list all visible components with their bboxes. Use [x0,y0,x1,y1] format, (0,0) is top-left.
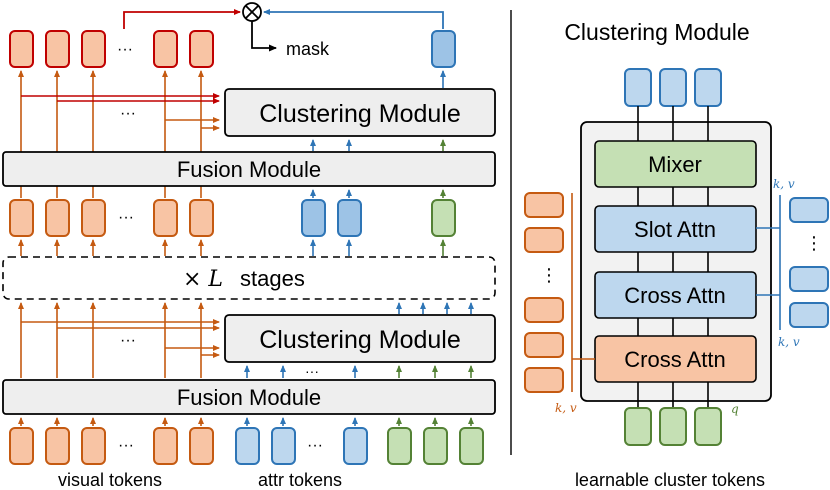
stages-label: stages [240,266,305,291]
clustering-module-top-label: Clustering Module [259,100,461,128]
cross-attn-label-1: Cross Attn [624,283,725,308]
mask-arrow [251,21,277,52]
kv-label-left: k, v [555,401,577,415]
right-module-container [580,121,772,402]
input-attr-tokens [235,427,484,465]
visual-tokens-label: visual tokens [58,470,162,490]
right-kv-bracket [756,195,781,330]
ellipsis-fusion-bottom: ··· [305,363,319,379]
stages-multiplier-label: × L [183,267,223,292]
learnable-cluster-tokens-label: learnable cluster tokens [575,470,765,490]
fusion-module-top-label: Fusion Module [177,157,321,182]
orange-arrows-to-clustering-top [165,117,220,131]
ellipsis-input-attr: ··· [307,437,323,454]
middle-green-token [431,199,456,237]
left-vertical-ellipsis: ⋮ [540,265,558,285]
arrows-stages-to-middle [18,239,446,256]
q-label: q [731,402,739,416]
right-query-tokens [624,407,722,446]
middle-visual-tokens [9,199,214,237]
output-attr-token [431,30,456,68]
mixer-block [594,140,757,188]
otimes-icon [242,2,262,22]
arrows-into-clustering-bottom [21,319,220,358]
arrows-fusion-to-clustering-top [310,70,446,151]
ellipsis-top-arrows: ··· [120,105,136,122]
ellipsis-top-tokens: ··· [117,41,133,58]
right-output-tokens [624,68,722,107]
mixer-label: Mixer [648,152,702,177]
right-title: Clustering Module [564,19,749,45]
input-visual-tokens [9,427,214,465]
left-kv-bracket [571,193,595,392]
red-arrow-to-otimes [123,9,241,29]
kv-label-bottom: k, v [778,335,800,349]
kv-label-top: k, v [773,177,795,191]
slot-attn-label: Slot Attn [634,217,716,242]
fusion-module-bottom [2,379,496,415]
output-cluster-tokens [9,30,214,68]
attr-tokens-label: attr tokens [258,470,342,490]
right-visual-kv-tokens [524,192,564,393]
middle-attr-tokens [301,199,362,237]
right-attr-kv-tokens [789,197,829,328]
fusion-module-top [2,151,496,187]
clustering-module-bottom-label: Clustering Module [259,326,461,354]
arrows-inputs-to-fusion-bottom [18,417,474,426]
ellipsis-middle-tokens: ··· [118,209,134,226]
arrows-tokens-to-fusion-top [310,189,446,198]
arrows-fusion-bottom-to-stages [18,302,204,378]
arrows-fusion-to-clustering-bottom [244,365,474,378]
blue-arrow-to-otimes [263,9,444,29]
slot-attn-block [594,205,757,253]
clustering-module-top [224,88,496,137]
fusion-module-bottom-label: Fusion Module [177,385,321,410]
red-arrows-to-clustering-top [21,93,220,104]
right-vertical-ellipsis: ⋮ [805,233,823,253]
ellipsis-input-visual: ··· [118,437,134,454]
ellipsis-bottom-arrows: ··· [120,332,136,349]
mask-label: mask [286,39,330,59]
stages-box [2,256,496,300]
clustering-module-bottom [224,314,496,363]
cross-attn-label-2: Cross Attn [624,347,725,372]
arrows-clustering-bottom-to-stages [396,302,474,314]
